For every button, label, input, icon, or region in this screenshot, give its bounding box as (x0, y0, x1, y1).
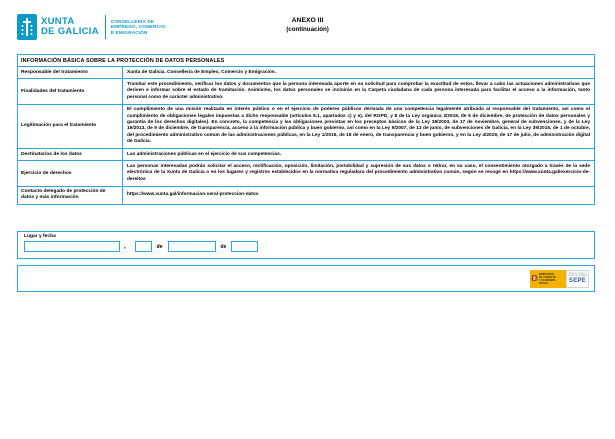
annex-heading: ANEXO III (continuación) (0, 17, 615, 33)
row-label-finalidades: Finalidades del tratamiento (18, 79, 123, 104)
row-value-text: https://www.xunta.gal/informacion-xeral-… (127, 191, 259, 197)
row-value-text: Las personas interesadas podrán solicita… (127, 163, 590, 182)
galicia-cross-icon (21, 18, 33, 36)
row-value-text: Tramitar este procedimiento, verificar l… (127, 81, 590, 100)
row-value-legitimacion: El cumplimiento de una misión realizada … (123, 105, 594, 148)
row-value-text: Xunta de Galicia. Consellería de Empleo,… (127, 69, 277, 75)
table-row: Contacto delegado de protección de datos… (18, 186, 594, 204)
row-value-responsable: Xunta de Galicia. Consellería de Empleo,… (123, 67, 594, 78)
ministerio-text: MINISTERIO DE TRABAJO Y ECONOMÍA SOCIAL (538, 272, 556, 285)
table-row: Responsable del tratamiento Xunta de Gal… (18, 67, 594, 80)
year-input[interactable] (231, 241, 259, 252)
row-label-destinatarios: Destinatarios de los datos (18, 149, 123, 161)
spain-coat-of-arms-icon (531, 275, 538, 281)
place-date-section: Lugar y fecha , de de (17, 231, 595, 259)
row-value-finalidades: Tramitar este procedimiento, verificar l… (123, 79, 594, 103)
table-row: Ejercicio de derechos Las personas inter… (18, 161, 594, 187)
table-row: Legitimación para el tratamiento El cump… (18, 104, 594, 150)
table-row: Destinatarios de los datos Las administr… (18, 149, 594, 162)
sepe-top-text: SERVICIO PÚBLICO DE EMPLEO ESTATAL (567, 272, 588, 278)
month-input[interactable] (167, 241, 216, 252)
sepe-wordmark: SEPE (568, 277, 587, 284)
place-date-label: Lugar y fecha (24, 234, 56, 239)
xunta-brand-text: XUNTA DE GALICIA (41, 16, 99, 37)
xunta-logo: XUNTA DE GALICIA CONSELLERÍA DE EMPREGO,… (17, 14, 166, 40)
sepe-logo: SERVICIO PÚBLICO DE EMPLEO ESTATAL SEPE (566, 269, 589, 288)
row-value-contacto-dpd: https://www.xunta.gal/informacion-xeral-… (123, 187, 594, 204)
comma-separator: , (124, 243, 126, 250)
day-input[interactable] (134, 241, 152, 252)
table-row: Finalidades del tratamiento Tramitar est… (18, 79, 594, 105)
row-label-contacto-dpd: Contacto delegado de protección de datos… (18, 186, 123, 204)
place-date-fields: , de de (24, 241, 588, 252)
row-label-responsable: Responsable del tratamiento (18, 67, 123, 79)
row-label-legitimacion: Legitimación para el tratamiento (18, 104, 123, 149)
row-value-destinatarios: Las administraciones públicas en el ejer… (123, 149, 594, 160)
data-protection-table: INFORMACIÓN BÁSICA SOBRE LA PROTECCIÓN D… (17, 54, 595, 205)
de-label-1: de (156, 243, 163, 250)
annex-title: ANEXO III (291, 17, 324, 24)
row-value-text: Las administraciones públicas en el ejer… (127, 151, 282, 157)
de-label-2: de (220, 243, 227, 250)
footer-logo-band: MINISTERIO DE TRABAJO Y ECONOMÍA SOCIAL … (17, 265, 595, 292)
place-input[interactable] (24, 241, 120, 252)
annex-subtitle: (continuación) (286, 26, 329, 33)
row-value-text: El cumplimiento de una misión realizada … (127, 107, 590, 145)
table-title: INFORMACIÓN BÁSICA SOBRE LA PROTECCIÓN D… (18, 55, 594, 67)
logo-divider (104, 15, 106, 39)
row-value-ejercicio: Las personas interesadas podrán solicita… (123, 161, 594, 185)
xunta-emblem-icon (17, 14, 37, 40)
row-label-ejercicio: Ejercicio de derechos (18, 161, 123, 186)
ministerio-trabajo-logo: MINISTERIO DE TRABAJO Y ECONOMÍA SOCIAL (530, 269, 566, 288)
conselleria-text: CONSELLERÍA DE EMPREGO, COMERCIO E EMIGR… (110, 18, 166, 35)
